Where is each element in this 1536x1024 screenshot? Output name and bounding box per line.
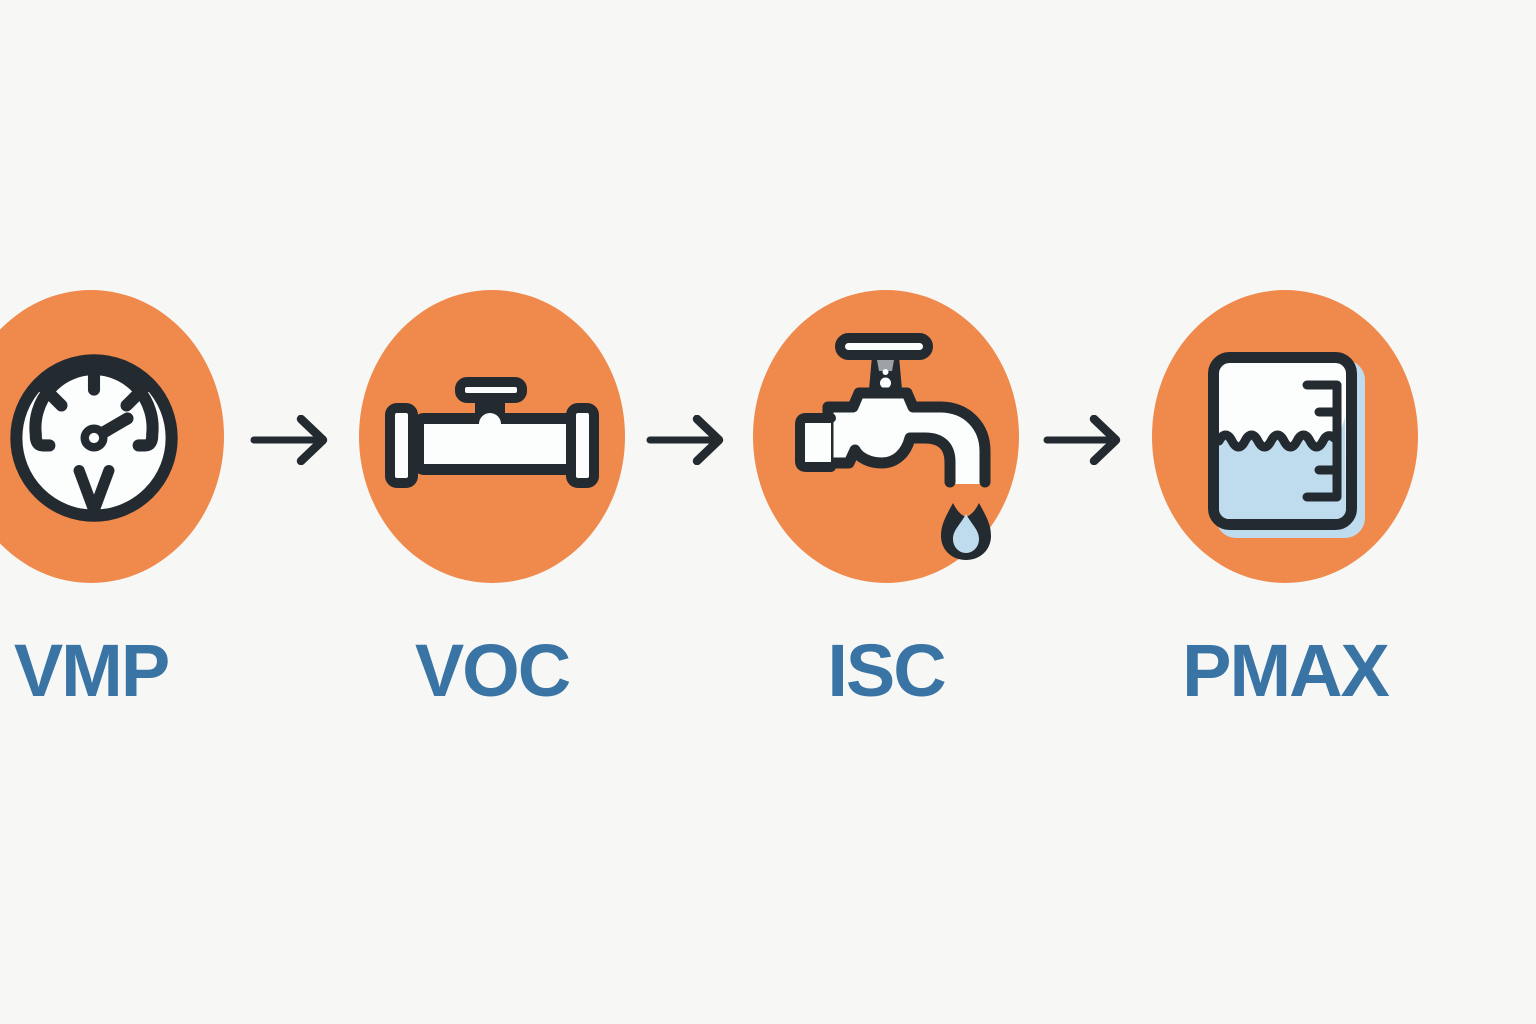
step-label-vmp: VMP — [13, 629, 170, 712]
faucet-icon — [795, 333, 991, 560]
pipe-valve-icon — [385, 377, 599, 488]
step-label-voc: VOC — [414, 629, 571, 712]
step-label-isc: ISC — [827, 629, 946, 712]
step-label-pmax: PMAX — [1182, 629, 1390, 712]
tank-level-icon — [1208, 352, 1365, 538]
flow-step-isc: ISC — [753, 290, 1019, 740]
flow-step-voc: VOC — [359, 290, 625, 740]
arrow-right-icon — [1043, 415, 1121, 465]
arrow-right-icon — [646, 415, 724, 465]
arrow-right-icon — [250, 415, 328, 465]
flow-step-pmax: PMAX — [1152, 290, 1418, 740]
flow-step-vmp: VMP — [0, 290, 224, 740]
gauge-icon — [10, 354, 178, 522]
